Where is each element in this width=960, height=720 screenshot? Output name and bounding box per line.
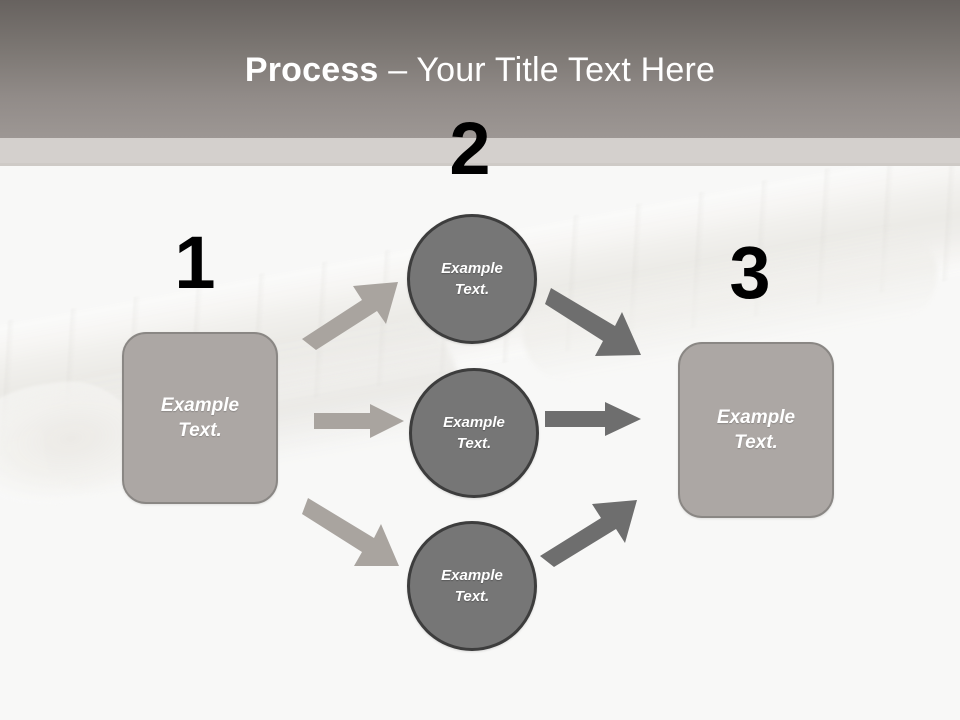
page-title-rest: – Your Title Text Here xyxy=(378,51,716,89)
arrow-circle-middle-to-box3[interactable] xyxy=(545,402,643,436)
page-title-bold: Process xyxy=(244,51,379,89)
process-box-1[interactable]: Example Text. xyxy=(122,332,278,504)
process-box-3[interactable]: Example Text. xyxy=(678,342,834,518)
step-number-3: 3 xyxy=(729,231,771,314)
header-accent-edge xyxy=(0,163,960,166)
arrow-circle-top-to-box3[interactable] xyxy=(545,286,651,362)
step-number-2: 2 xyxy=(449,107,491,190)
process-box-1-label: Example Text. xyxy=(160,395,240,441)
arrow-box1-to-circle-top[interactable] xyxy=(300,278,410,354)
header-accent-band xyxy=(0,138,960,166)
header-band xyxy=(0,0,960,138)
arrow-box1-to-circle-middle[interactable] xyxy=(314,404,406,438)
process-circle-bottom-label: Example Text. xyxy=(441,567,503,605)
arrow-box1-to-circle-bottom[interactable] xyxy=(302,494,412,574)
process-box-3-label: Example Text. xyxy=(716,407,796,453)
step-number-1: 1 xyxy=(174,221,216,304)
process-circle-middle-label: Example Text. xyxy=(443,414,505,452)
page-title: Process – Your Title Text Here xyxy=(0,50,960,90)
arrow-circle-bottom-to-box3[interactable] xyxy=(538,498,644,570)
process-circle-top[interactable]: Example Text. xyxy=(407,214,537,344)
process-circle-middle[interactable]: Example Text. xyxy=(409,368,539,498)
process-circle-top-label: Example Text. xyxy=(441,260,503,298)
process-circle-bottom[interactable]: Example Text. xyxy=(407,521,537,651)
